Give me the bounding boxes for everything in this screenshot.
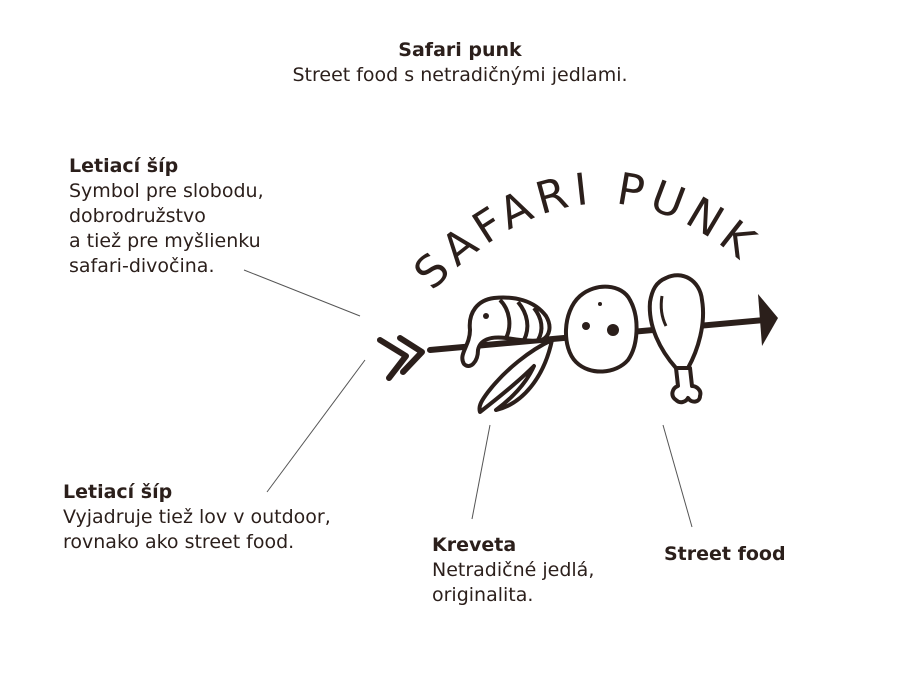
leader-line-drumstick — [662, 424, 693, 528]
note-line: safari-divočina. — [69, 255, 215, 277]
shrimp-segment-3 — [532, 306, 544, 342]
note-shrimp: Kreveta Netradičné jedlá, originalita. — [432, 533, 594, 608]
leader-line-arrow-bottom — [266, 359, 366, 493]
potato-spot-3 — [598, 302, 602, 306]
note-line: rovnako ako street food. — [63, 531, 295, 553]
note-title: Street food — [664, 543, 786, 565]
arrow-fletching-outer — [377, 337, 409, 381]
note-line: originalita. — [432, 584, 534, 606]
shrimp-tail — [477, 338, 554, 414]
drumstick-icon — [647, 273, 705, 405]
note-title: Letiací šíp — [63, 481, 173, 503]
page-subtitle: Street food s netradičnými jedlami. — [292, 64, 628, 86]
potato-spot-2 — [607, 324, 619, 336]
logo-wordmark-path: SAFARI PUNK — [404, 163, 762, 299]
note-line: Netradičné jedlá, — [432, 559, 595, 581]
header-block: Safari punk Street food s netradičnými j… — [0, 38, 900, 88]
arrow-fletching-inner — [397, 335, 425, 375]
note-street-food: Street food — [664, 542, 786, 567]
shrimp-segment-1 — [498, 298, 512, 339]
note-line: a tiež pre myšlienku — [69, 230, 261, 252]
arrow-head — [758, 294, 778, 346]
drumstick-highlight — [659, 295, 668, 327]
note-line: Vyjadruje tiež lov v outdoor, — [63, 506, 331, 528]
note-title: Letiací šíp — [69, 155, 179, 177]
note-title: Kreveta — [432, 534, 517, 556]
note-arrow-symbol: Letiací šíp Symbol pre slobodu, dobrodru… — [69, 154, 264, 279]
drumstick-meat — [647, 273, 705, 370]
drumstick-bone — [670, 366, 703, 405]
leader-line-shrimp — [471, 424, 491, 520]
note-arrow-hunt: Letiací šíp Vyjadruje tiež lov v outdoor… — [63, 480, 331, 555]
page-title: Safari punk — [398, 39, 522, 61]
leader-lines — [243, 269, 693, 528]
shrimp-eye — [483, 313, 489, 319]
note-line: dobrodružstvo — [69, 205, 206, 227]
potato-icon — [563, 284, 639, 374]
shrimp-icon — [460, 295, 554, 414]
potato-spot-1 — [582, 322, 590, 330]
potato-outline — [563, 284, 639, 374]
leader-line-arrow-top — [243, 269, 361, 317]
logo-wordmark: SAFARI PUNK — [404, 163, 768, 299]
note-line: Symbol pre slobodu, — [69, 180, 264, 202]
shrimp-segment-2 — [516, 300, 530, 341]
